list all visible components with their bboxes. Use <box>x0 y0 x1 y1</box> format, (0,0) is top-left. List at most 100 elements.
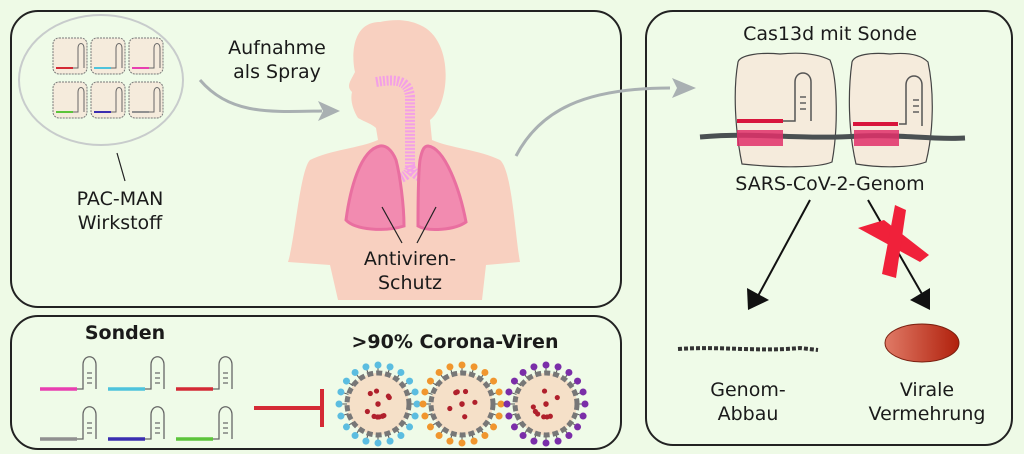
probe <box>108 356 165 391</box>
spike <box>419 400 427 408</box>
spike <box>470 437 478 445</box>
intake-arrow <box>198 79 323 113</box>
spike <box>579 388 587 396</box>
spike <box>519 432 527 440</box>
probe-hairpin <box>213 356 233 390</box>
genome-degradation-label: Genom- Abbau <box>710 379 786 425</box>
spike <box>579 412 587 420</box>
spike <box>554 437 562 445</box>
probe-hairpin <box>145 356 165 390</box>
spike <box>435 432 443 440</box>
probe <box>40 356 97 391</box>
spike <box>542 439 550 447</box>
spike <box>397 368 405 376</box>
spike <box>386 437 394 445</box>
spike <box>510 377 518 385</box>
spike <box>426 377 434 385</box>
cas-complex-mini <box>128 37 164 75</box>
degradation-arrow <box>757 199 811 297</box>
spike <box>505 412 513 420</box>
spike <box>342 423 350 431</box>
transfer-arrowhead <box>672 78 696 98</box>
spike <box>426 423 434 431</box>
corona-virus-icon <box>503 361 589 447</box>
cas-complex-mini <box>52 81 88 119</box>
spike <box>386 363 394 371</box>
drug-ellipse <box>18 14 184 146</box>
degraded-genome-icon <box>677 345 819 352</box>
spike <box>530 363 538 371</box>
spike <box>435 368 443 376</box>
spike <box>470 363 478 371</box>
probe <box>40 406 97 441</box>
spike <box>503 400 511 408</box>
corona-virus-icon <box>335 361 421 447</box>
degradation-arrowhead <box>747 288 769 310</box>
spike <box>413 400 421 408</box>
spike <box>458 439 466 447</box>
drug-label: PAC-MAN Wirkstoff <box>76 188 164 234</box>
spike <box>362 437 370 445</box>
spike <box>374 361 382 369</box>
viral-replication-label: Virale Vermehrung <box>868 379 986 425</box>
target-viruses-title: >90% Corona-Viren <box>351 331 559 353</box>
spike <box>397 432 405 440</box>
spike <box>519 368 527 376</box>
spike <box>490 423 498 431</box>
spike <box>421 388 429 396</box>
spike <box>481 368 489 376</box>
spike <box>362 363 370 371</box>
probe-hairpin <box>213 406 233 440</box>
spike <box>337 412 345 420</box>
protection-label: Antiviren- Schutz <box>363 248 457 294</box>
probe <box>176 406 233 441</box>
blocked-cross-icon <box>858 205 929 278</box>
virus-replication-icon <box>884 323 960 363</box>
probes-panel <box>10 315 622 450</box>
cas-complex-mini <box>90 81 126 119</box>
probe <box>108 406 165 441</box>
probe-hairpin <box>77 356 97 390</box>
spike <box>335 400 343 408</box>
spike <box>342 377 350 385</box>
spike <box>374 439 382 447</box>
spike <box>581 400 589 408</box>
spike <box>446 363 454 371</box>
replication-arrowhead <box>910 288 930 310</box>
probe-set <box>40 356 233 441</box>
spike <box>490 377 498 385</box>
spike <box>542 361 550 369</box>
spike <box>495 388 503 396</box>
intake-arrowhead <box>318 101 340 121</box>
spike <box>497 400 505 408</box>
probe-hairpin <box>145 406 165 440</box>
probe <box>176 356 233 391</box>
spike <box>565 432 573 440</box>
spike <box>458 361 466 369</box>
cas13d-complexes <box>699 52 966 168</box>
corona-virus-icon <box>419 361 505 447</box>
spike <box>446 437 454 445</box>
spike <box>530 437 538 445</box>
spike <box>554 363 562 371</box>
probes-title: Sonden <box>84 322 166 344</box>
spike <box>510 423 518 431</box>
transfer-arrow <box>514 86 671 157</box>
cas-complex-mini <box>128 81 164 119</box>
spike <box>411 388 419 396</box>
spike <box>351 432 359 440</box>
spike <box>574 377 582 385</box>
intake-label: Aufnahme als Spray <box>228 37 326 83</box>
spike <box>574 423 582 431</box>
corona-viruses <box>335 361 589 447</box>
mechanism-title: Cas13d mit Sonde <box>743 23 917 45</box>
human-body-icon <box>288 20 520 301</box>
drug-pointer-line <box>116 152 126 182</box>
spike <box>421 412 429 420</box>
spike <box>337 388 345 396</box>
spike <box>411 412 419 420</box>
spike <box>406 423 414 431</box>
spike <box>495 412 503 420</box>
cas-complex-grid <box>52 37 164 119</box>
cas-complex-mini <box>90 37 126 75</box>
